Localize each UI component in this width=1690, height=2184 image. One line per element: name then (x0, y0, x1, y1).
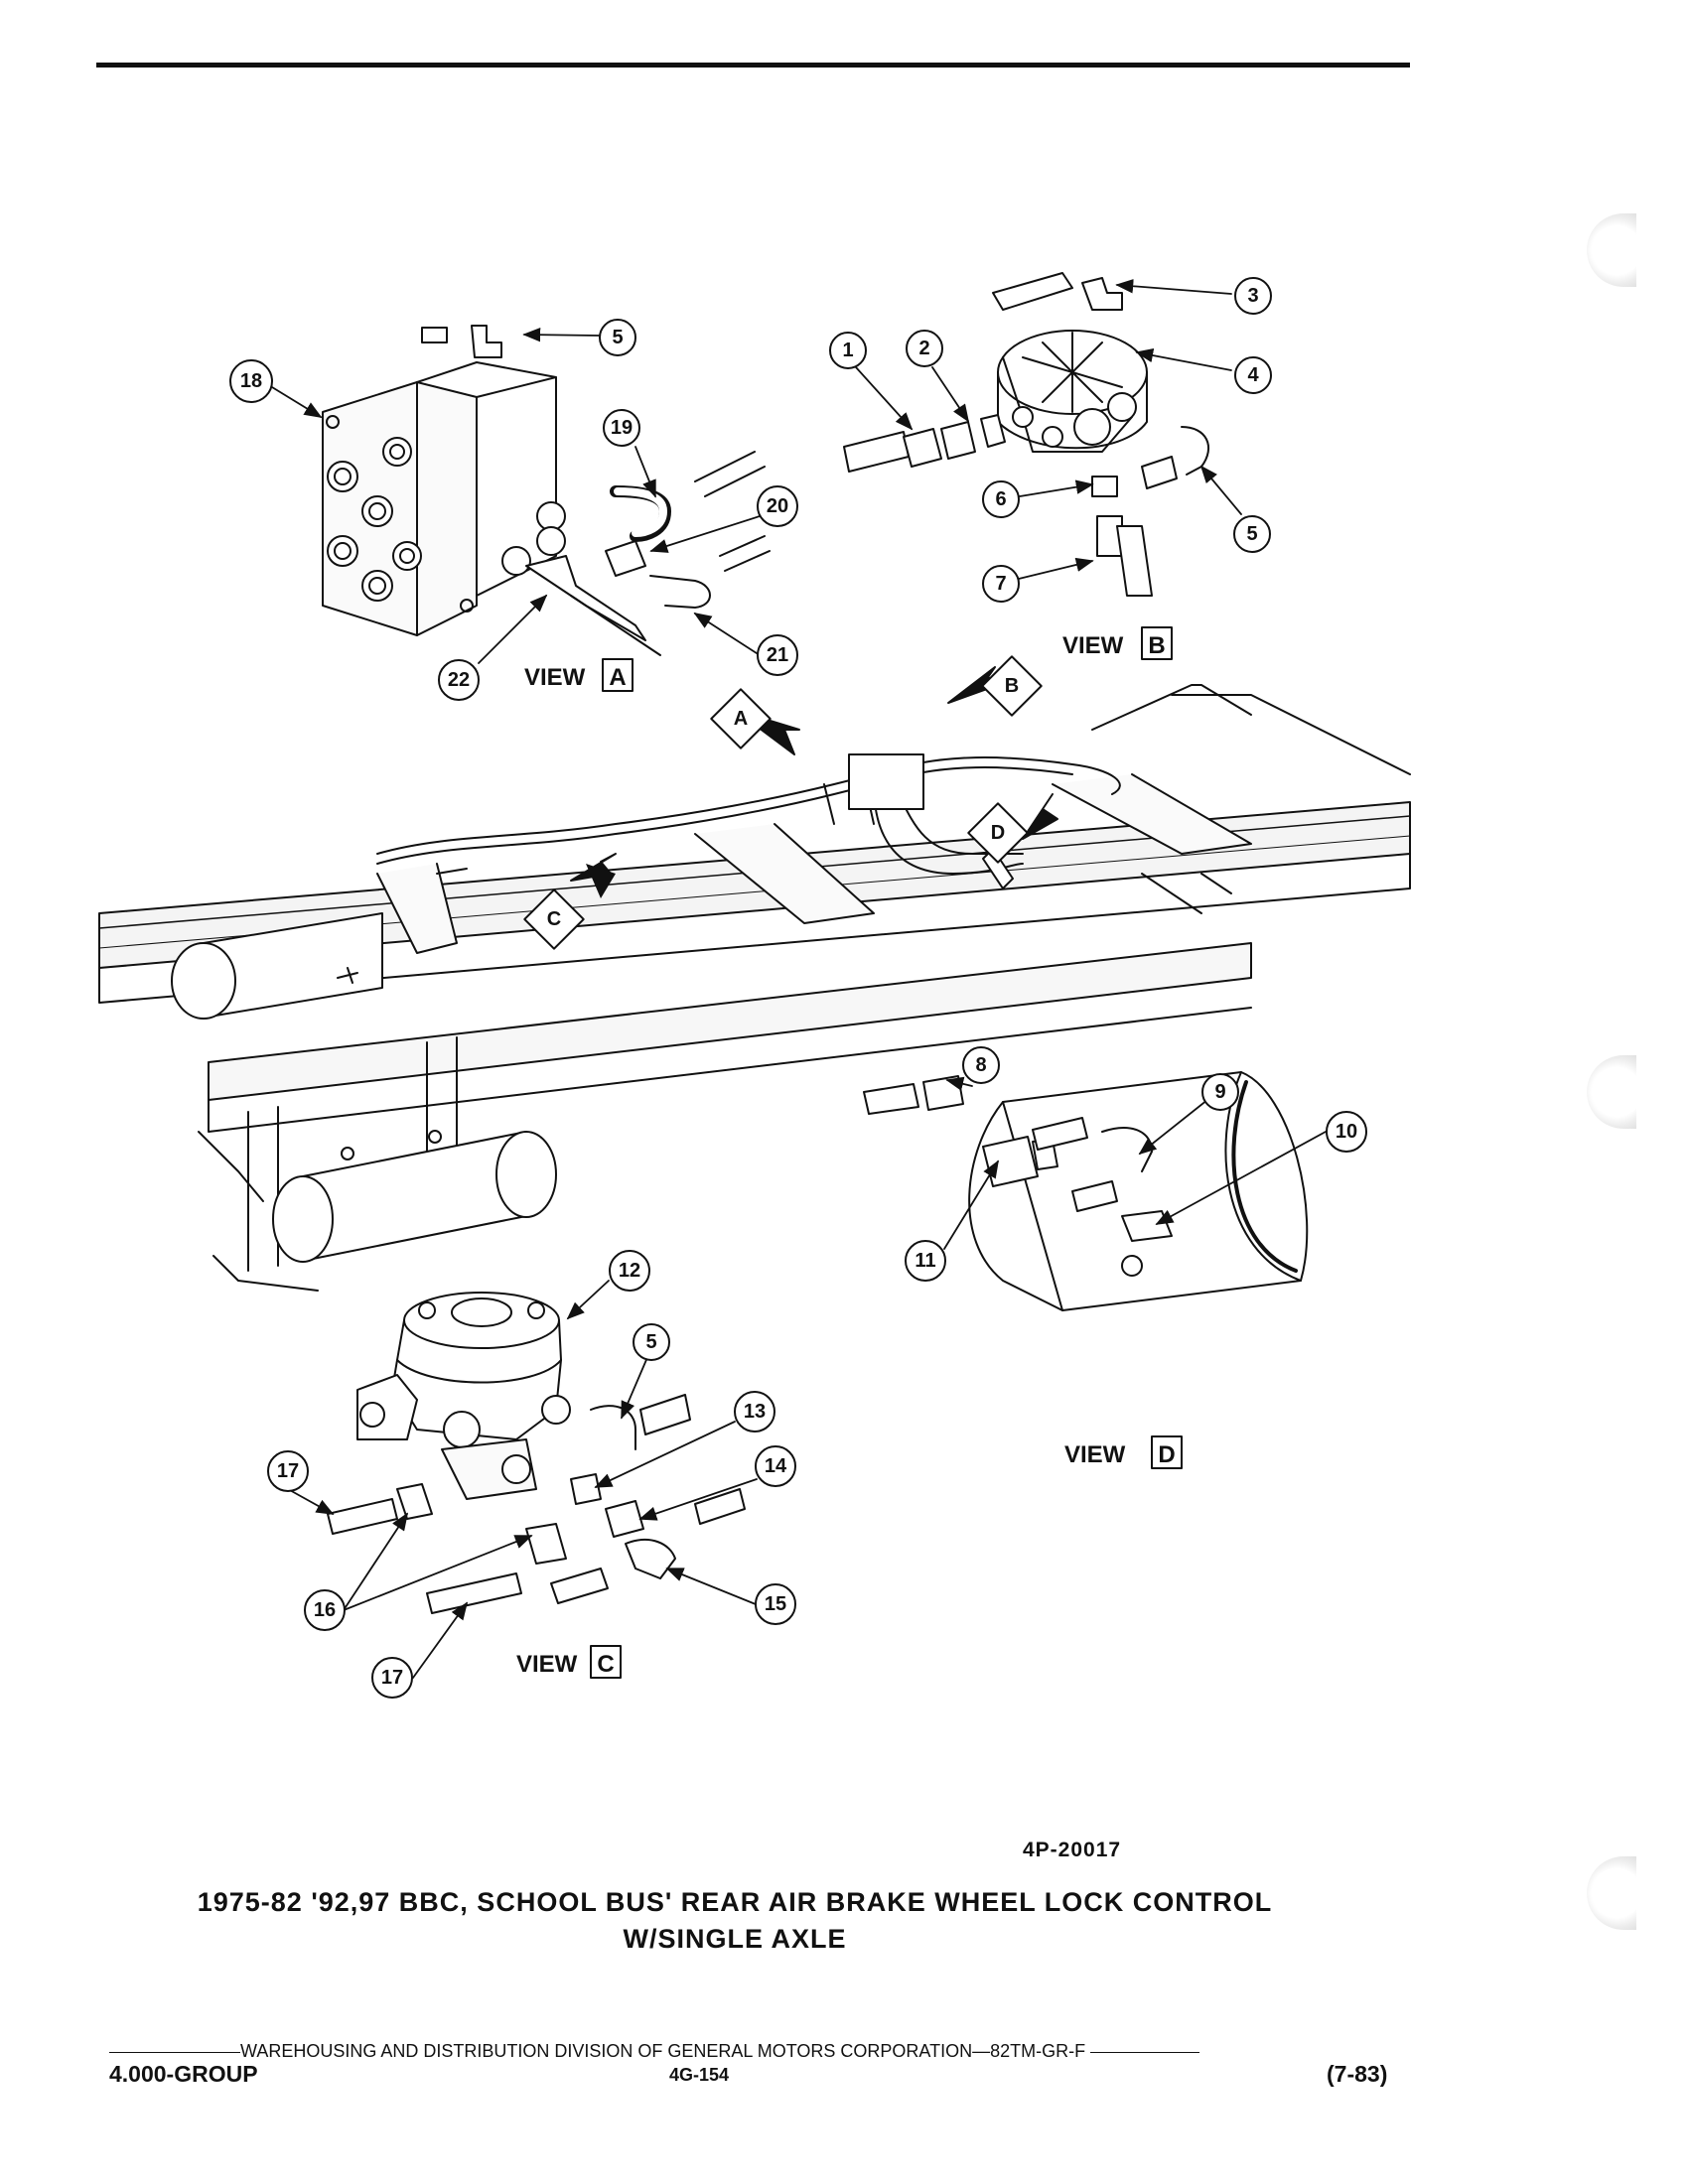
callout-3: 3 (1247, 285, 1258, 307)
caption-line-1: 1975-82 '92,97 BBC, SCHOOL BUS' REAR AIR… (197, 1887, 1273, 1917)
header-rule (96, 63, 1410, 68)
callout-6: 6 (995, 488, 1006, 510)
callout-20: 20 (767, 495, 788, 517)
view-d-word: VIEW (1064, 1441, 1126, 1468)
callout-11: 11 (915, 1250, 935, 1272)
arrow-tag-b: B (1005, 675, 1019, 697)
callout-18: 18 (240, 370, 262, 392)
view-b-letter: B (1148, 632, 1165, 659)
footer-date: (7-83) (1327, 2061, 1388, 2087)
footer-group: 4.000-GROUP (109, 2061, 258, 2087)
view-d-letter: D (1158, 1441, 1175, 1468)
figure-caption: 1975-82 '92,97 BBC, SCHOOL BUS' REAR AIR… (139, 1884, 1331, 1958)
callout-5-view-b: 5 (1246, 523, 1257, 545)
figure-id: 4P-20017 (1023, 1839, 1122, 1861)
view-b-box (1141, 626, 1173, 660)
brake-control-diagram: 5 18 19 20 21 22 1 2 3 4 5 6 7 8 9 10 11… (98, 272, 1411, 1699)
chassis-frame (98, 684, 1411, 1272)
callout-22: 22 (448, 669, 470, 691)
view-a-letter: A (609, 664, 626, 691)
callout-17-upper: 17 (277, 1460, 299, 1482)
frame-air-tank (171, 912, 383, 1020)
callout-10: 10 (1336, 1121, 1357, 1143)
callout-17-lower: 17 (381, 1667, 403, 1689)
callout-4: 4 (1247, 364, 1259, 386)
binder-hole-bottom (1587, 1856, 1636, 1930)
callout-9: 9 (1214, 1081, 1225, 1103)
callout-12: 12 (619, 1260, 640, 1282)
view-a-box (602, 658, 634, 692)
view-c-assembly (327, 1292, 746, 1614)
view-d-box (1151, 1435, 1183, 1469)
callout-16: 16 (314, 1599, 336, 1621)
callout-circles (229, 277, 1367, 1699)
caption-line-2: W/SINGLE AXLE (623, 1924, 847, 1954)
footer-division-line: WAREHOUSING AND DISTRIBUTION DIVISION OF… (109, 2041, 1390, 2062)
arrow-tag-d: D (991, 822, 1005, 844)
callout-7: 7 (995, 573, 1006, 595)
footer-rule-right (1090, 2051, 1200, 2053)
callout-13: 13 (744, 1401, 766, 1423)
view-c-letter: C (597, 1651, 614, 1678)
arrow-tag-a: A (734, 708, 748, 730)
view-c-word: VIEW (516, 1651, 578, 1678)
callout-19: 19 (611, 417, 633, 439)
callout-8: 8 (975, 1054, 986, 1076)
frame-air-lines (376, 753, 1121, 889)
callout-14: 14 (765, 1455, 787, 1477)
footer-division-text: WAREHOUSING AND DISTRIBUTION DIVISION OF… (240, 2041, 1086, 2061)
callout-1: 1 (842, 340, 853, 361)
arrow-tag-c: C (547, 908, 561, 930)
callout-2: 2 (918, 338, 929, 359)
leader-lines (271, 279, 1327, 1679)
view-b-word: VIEW (1062, 632, 1124, 659)
view-c-box (590, 1645, 622, 1679)
footer-rule-left (109, 2051, 240, 2053)
view-a-word: VIEW (524, 664, 586, 691)
callout-15: 15 (765, 1593, 786, 1615)
footer-page-number: 4G-154 (669, 2065, 730, 2085)
callout-5-view-c: 5 (645, 1331, 656, 1353)
view-b-assembly (843, 272, 1210, 597)
lower-air-tank (198, 1130, 557, 1292)
callout-5-view-a: 5 (612, 327, 623, 348)
view-a-assembly (322, 325, 771, 656)
callout-21: 21 (767, 644, 788, 666)
view-arrows (523, 655, 1058, 950)
